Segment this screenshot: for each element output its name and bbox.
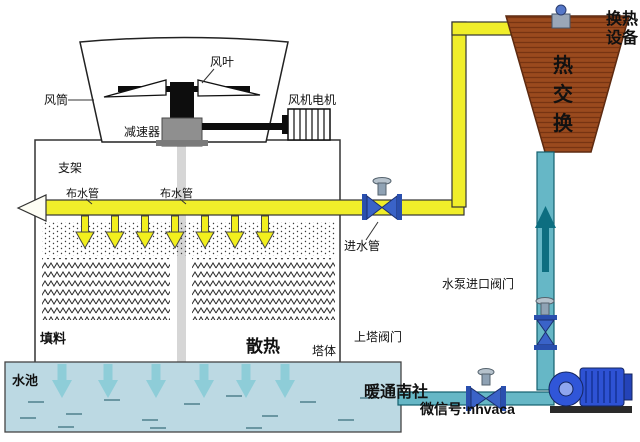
pump-icon: [548, 367, 633, 413]
heat-dissipation-label: 散热: [246, 336, 280, 356]
spray-zone: [42, 222, 336, 256]
watermark-wechat: 微信号:nhvaca: [419, 401, 515, 417]
pool-ripples-icon: [20, 395, 376, 429]
fan-motor-icon: [282, 108, 331, 141]
fill-block-right: [192, 258, 335, 320]
inlet-valve-icon: [362, 177, 402, 221]
wind-tube-label: 风筒: [44, 92, 68, 107]
inlet-pipe-label: 进水管: [344, 238, 380, 253]
heat-exchange-char-2: 交: [553, 82, 573, 106]
exchanger-top-fitting-icon: [551, 13, 571, 29]
water-pipe-label-1: 布水管: [66, 186, 99, 200]
tower-body-label: 塔体: [312, 344, 336, 358]
exchanger-top-valve-icon: [555, 4, 567, 16]
upper-tower-valve-icon: [534, 297, 557, 350]
water-pipe-label-2: 布水管: [160, 186, 193, 200]
watermark-brand: 暖通南社: [364, 382, 428, 401]
heat-exchanger: [505, 4, 630, 153]
fan-hub: [170, 82, 194, 118]
fan-blade-left-icon: [103, 79, 167, 98]
pump-inlet-valve-label: 水泵进口阀门: [442, 276, 514, 291]
heat-exchange-char-1: 热: [553, 54, 573, 77]
yellow-pipe-vertical: [451, 21, 467, 208]
motor-link: [202, 123, 288, 130]
leader-lines: [68, 68, 379, 241]
upper-tower-valve-label: 上塔阀门: [354, 329, 402, 344]
support-label: 支架: [58, 161, 82, 175]
reducer-label: 减速器: [124, 125, 160, 139]
equipment-label-line1: 换热: [606, 9, 638, 28]
reducer-base: [156, 140, 208, 146]
fan-blade-right-icon: [197, 79, 261, 97]
equipment-label-line2: 设备: [606, 28, 639, 47]
pool-label: 水池: [12, 373, 38, 388]
pipe-end-arrow-icon: [16, 194, 47, 222]
fan-blade-label: 风叶: [210, 55, 234, 69]
heat-exchange-char-3: 换: [553, 111, 574, 135]
pump-inlet-valve-icon: [466, 368, 506, 411]
flow-up-arrow-icon: [535, 206, 556, 272]
fill-block-left: [42, 258, 170, 320]
fill-label: 填料: [40, 331, 66, 346]
fan-motor-label: 风机电机: [288, 93, 336, 107]
